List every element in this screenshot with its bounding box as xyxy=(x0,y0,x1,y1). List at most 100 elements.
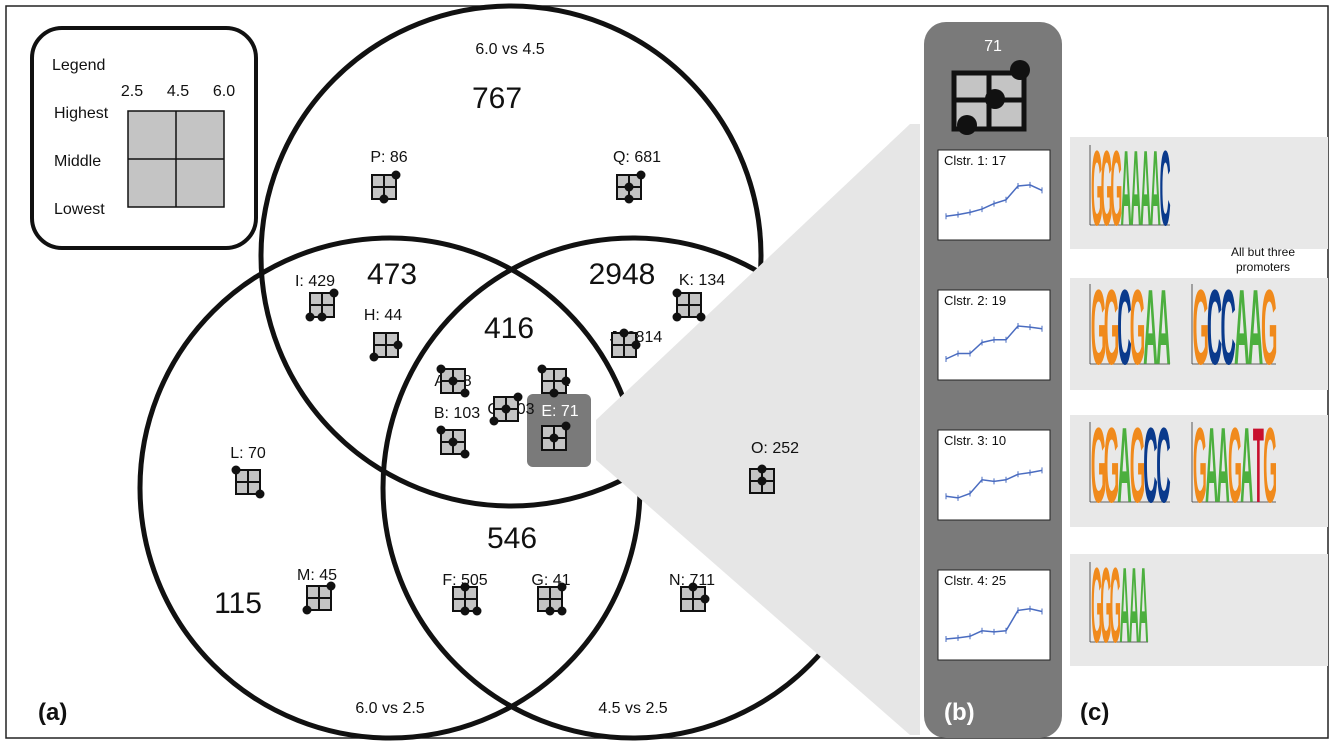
motif-row-bg xyxy=(1070,137,1328,249)
subcluster-plot xyxy=(937,569,1051,661)
cluster-dot xyxy=(436,364,446,374)
subcluster-label: Clstr. 2: 19 xyxy=(944,293,1006,308)
motif-letter: A xyxy=(1234,268,1249,387)
cluster-dot xyxy=(460,606,470,616)
cluster-dot xyxy=(369,352,379,362)
cluster-dot xyxy=(379,194,389,204)
motif-letter: G xyxy=(1091,547,1102,666)
count-center: 416 xyxy=(484,312,534,345)
panel-label-a: (a) xyxy=(38,699,67,726)
motif-letter: C xyxy=(1160,130,1171,249)
cluster-dot xyxy=(460,388,470,398)
panel-b-grid-icon xyxy=(951,60,1030,135)
motif-letter: G xyxy=(1130,406,1146,526)
cluster-k: K: 134 xyxy=(672,272,725,322)
cluster-dot xyxy=(624,182,634,192)
cluster-dot xyxy=(231,465,241,475)
cluster-dot xyxy=(700,594,710,604)
legend-row-highest: Highest xyxy=(54,105,109,122)
cluster-l: L: 70 xyxy=(230,445,266,499)
subcluster-3: Clstr. 3: 10 xyxy=(937,429,1051,521)
cluster-label: O: 252 xyxy=(751,440,799,457)
cluster-dot xyxy=(472,606,482,616)
cluster-dot xyxy=(672,312,682,322)
panel-label-b: (b) xyxy=(944,699,975,726)
cluster-dot xyxy=(545,606,555,616)
motif-letter: A xyxy=(1150,130,1161,249)
cluster-dot xyxy=(329,288,339,298)
motif-letter: C xyxy=(1156,406,1170,526)
panel-label-c: (c) xyxy=(1080,699,1109,726)
cluster-label: E: 71 xyxy=(541,403,578,420)
legend-col-2: 4.5 xyxy=(167,83,189,100)
cluster-label: I: 429 xyxy=(295,273,335,290)
cluster-dot xyxy=(631,340,641,350)
cluster-dot xyxy=(619,328,629,338)
subcluster-label: Clstr. 4: 25 xyxy=(944,573,1006,588)
cluster-dot xyxy=(688,582,698,592)
count-left-right: 546 xyxy=(487,522,537,555)
count-left-only: 115 xyxy=(214,587,262,620)
zoom-projection xyxy=(596,124,920,735)
count-top-only: 767 xyxy=(472,82,522,115)
cluster-label: N: 711 xyxy=(669,572,715,589)
subcluster-1: Clstr. 1: 17 xyxy=(937,149,1051,241)
motif-letter: A xyxy=(1240,407,1253,526)
motif-row-bg xyxy=(1070,278,1328,390)
panel-b-count: 71 xyxy=(984,38,1002,55)
motif-letter: G xyxy=(1193,268,1209,387)
cluster-dot xyxy=(489,416,499,426)
cluster-label: B: 103 xyxy=(434,405,480,422)
motif-letter: G xyxy=(1228,407,1242,526)
cluster-dot xyxy=(393,340,403,350)
subcluster-plot xyxy=(937,429,1051,521)
motif-row-bg xyxy=(1070,415,1328,527)
cluster-label: Q: 681 xyxy=(613,149,661,166)
motif-letter: G xyxy=(1101,130,1113,249)
cluster-dot xyxy=(448,376,458,386)
cluster-n: N: 711 xyxy=(669,572,715,612)
motif-letter: A xyxy=(1217,407,1230,526)
cluster-dot xyxy=(757,464,767,474)
cluster-o: O: 252 xyxy=(749,440,799,494)
subcluster-2: Clstr. 2: 19 xyxy=(937,289,1051,381)
motif-letter: T xyxy=(1253,407,1264,526)
subcluster-4: Clstr. 4: 25 xyxy=(937,569,1051,661)
cluster-dot xyxy=(696,312,706,322)
venn-circle-6.0-vs-4.5 xyxy=(258,3,764,509)
legend-col-3: 6.0 xyxy=(213,83,235,100)
cluster-dot xyxy=(326,581,336,591)
cluster-dot xyxy=(255,489,265,499)
cluster-dot xyxy=(549,433,559,443)
count-top-right: 2948 xyxy=(589,258,656,291)
motif-letter: G xyxy=(1110,547,1121,666)
cluster-dot xyxy=(537,364,547,374)
motif-letter: G xyxy=(1104,406,1120,526)
cluster-label: F: 505 xyxy=(442,572,487,589)
legend-row-lowest: Lowest xyxy=(54,201,105,218)
cluster-dot xyxy=(557,606,567,616)
cluster-dot xyxy=(317,312,327,322)
cluster-label: L: 70 xyxy=(230,445,266,462)
cluster-dot xyxy=(513,392,523,402)
motif-letter: G xyxy=(1091,130,1103,249)
cluster-a: A: 38 xyxy=(434,364,472,398)
motif-letter: G xyxy=(1130,268,1146,388)
motif-note-line2: promoters xyxy=(1236,260,1290,274)
motif-letter: A xyxy=(1129,547,1139,666)
panel-b-subclusters: Clstr. 1: 17 Clstr. 2: 19 Clstr. 3: 10 Clst… xyxy=(937,149,1051,661)
cluster-dot xyxy=(557,582,567,592)
motif-letter: A xyxy=(1120,547,1130,666)
set-label-left: 6.0 vs 2.5 xyxy=(355,700,424,717)
set-label-top: 6.0 vs 4.5 xyxy=(475,41,544,58)
cluster-dot xyxy=(391,170,401,180)
cluster-dot xyxy=(460,449,470,459)
legend-title: Legend xyxy=(52,57,105,74)
cluster-j: J: 2814 xyxy=(610,328,662,358)
motif-letter: G xyxy=(1263,407,1277,526)
